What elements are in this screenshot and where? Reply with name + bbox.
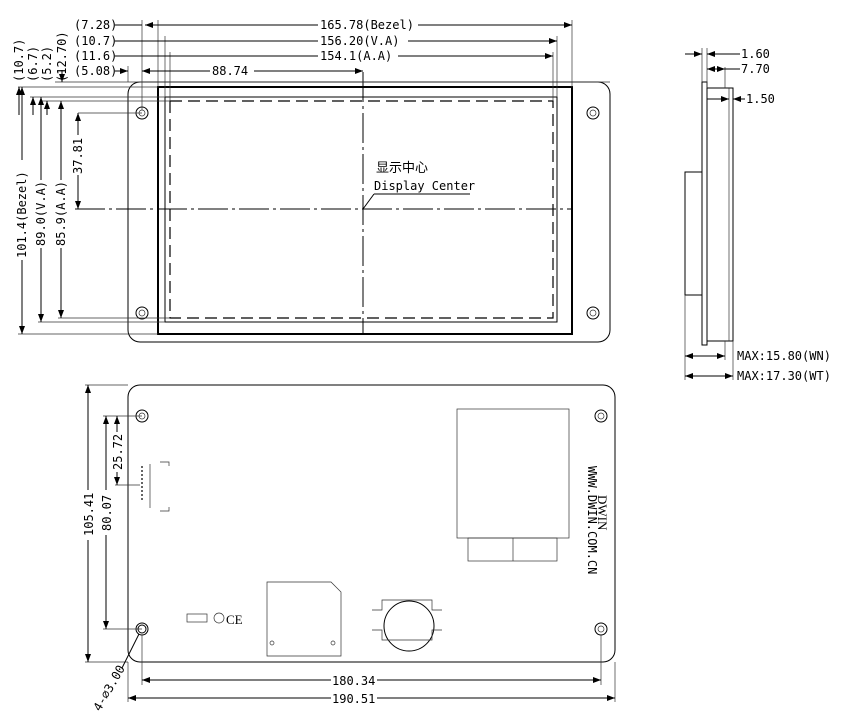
brand-label: DWIN [595,495,610,531]
dim-7-28: (7.28) [74,18,117,32]
back-outline [127,384,616,663]
dim-25-72: 25.72 [111,434,125,470]
dim-80-07: 80.07 [100,495,114,531]
dim-max-wt: MAX:17.30(WT) [737,369,831,383]
dim-12-70: (12.70) [55,31,69,82]
dim-va-width: 156.20(V.A) [320,34,399,48]
dim-hole-diameter: 4-⌀3.00 [90,663,127,714]
certification-marks: CE [186,612,243,627]
dim-aa-width: 154.1(A.A) [320,49,392,63]
side-view: 1.60 7.70 1.50 MAX:15.80(WN) MAX:17.30(W… [684,47,831,383]
vertical-dimensions: (10.7) (6.7) (5.2) (12.70) 101.4(Bezel) … [12,31,610,335]
dim-6-7: (6.7) [26,46,40,82]
back-view: DWIN WWW.DWIN.COM.CN CE 105.41 80.07 25.… [80,384,616,714]
small-connector [141,461,170,512]
dim-va-height: 89.0(V.A) [34,181,48,246]
dim-11-6: (11.6) [74,49,117,63]
ce-mark: CE [226,612,243,627]
front-view: 显示中心 Display Center (7.28) (10.7) (11.6)… [12,17,611,343]
outer-frame [127,81,611,343]
center-label-en: Display Center [374,179,475,193]
dim-5-2: (5.2) [40,46,54,82]
website-label: WWW.DWIN.COM.CN [585,466,599,574]
bezel-outline [157,86,573,335]
sd-card-slot [266,581,342,657]
dim-10-7-v: (10.7) [12,39,26,82]
dim-center-x: 88.74 [212,64,248,78]
dim-190-51: 190.51 [332,692,375,706]
horizontal-dimensions: (7.28) (10.7) (11.6) (5.08) 165.78(Bezel… [74,17,573,110]
dim-max-wn: MAX:15.80(WN) [737,349,831,363]
back-mount-holes [135,409,608,636]
dim-1-50: 1.50 [746,92,775,106]
dim-10-7-h: (10.7) [74,34,117,48]
dim-bezel-width: 165.78(Bezel) [320,18,414,32]
dim-bezel-height: 101.4(Bezel) [15,171,29,258]
dim-7-70: 7.70 [741,62,770,76]
dim-aa-height: 85.9(A.A) [54,181,68,246]
dim-5-08: (5.08) [74,64,117,78]
dim-center-y: 37.81 [71,138,85,174]
mount-holes [135,106,600,320]
main-connector [456,408,570,562]
battery-holder [372,599,442,652]
center-label-cn: 显示中心 [376,160,428,175]
dim-180-34: 180.34 [332,674,375,688]
dim-1-60: 1.60 [741,47,770,61]
dim-105-41: 105.41 [82,493,96,536]
